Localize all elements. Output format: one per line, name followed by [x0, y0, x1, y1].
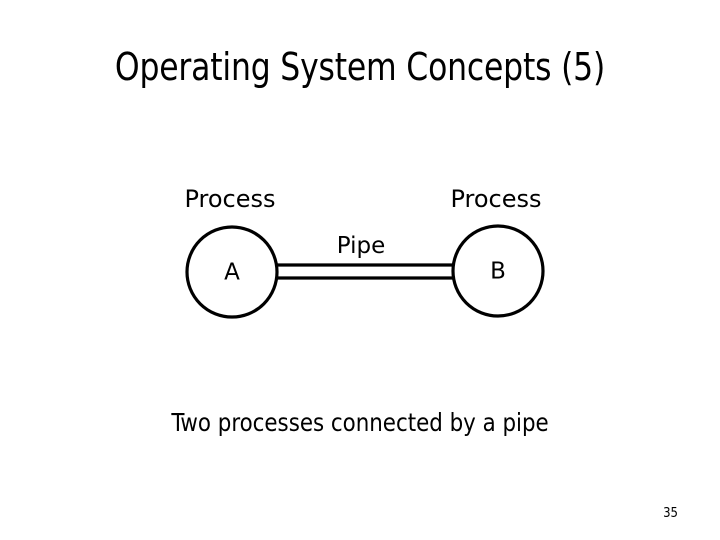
process-node-a-caption: Process — [184, 185, 275, 213]
pipe-diagram-svg: A Process B Process Pipe — [184, 185, 545, 319]
process-node-a-letter: A — [224, 260, 240, 286]
process-node-b-letter: B — [490, 259, 506, 285]
pipe-label: Pipe — [337, 233, 386, 259]
figure-caption: Two processes connected by a pipe — [171, 408, 549, 437]
process-node-b-circle — [451, 224, 545, 318]
page-title: Operating System Concepts (5) — [114, 45, 606, 89]
pipe-diagram: A Process B Process Pipe — [150, 175, 580, 335]
page-number: 35 — [663, 506, 678, 521]
process-node-a-circle — [185, 225, 279, 319]
process-node-b-caption: Process — [450, 185, 541, 213]
